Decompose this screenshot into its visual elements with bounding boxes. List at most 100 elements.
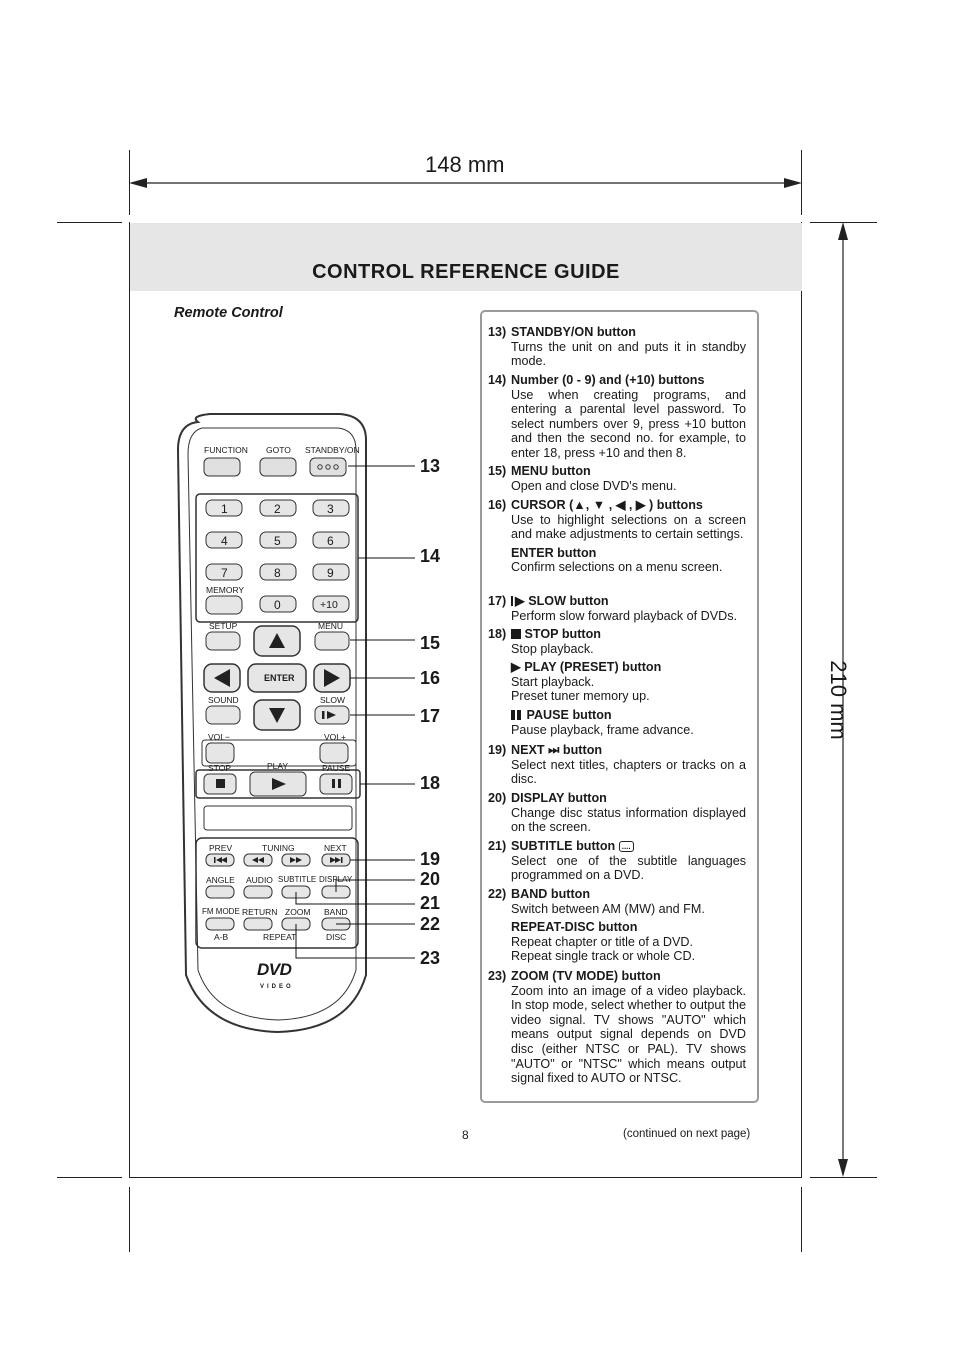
callout-23: 23 [420, 948, 441, 968]
item-15: 15) MENU button Open and close DVD's men… [488, 464, 746, 493]
subtitle-icon: .... [618, 841, 634, 852]
height-dimension-arrow [838, 222, 848, 1177]
item-21-heading: SUBTITLE button [511, 839, 616, 853]
remote-label-tuning: TUNING [262, 843, 295, 853]
remote-label-slow: SLOW [320, 695, 346, 705]
remote-digit-9: 9 [327, 566, 334, 580]
callout-20: 20 [420, 869, 441, 889]
trim-line-left-bottom [129, 1187, 130, 1252]
item-20-text: Change disc status information displayed… [511, 805, 746, 835]
item-16-heading: CURSOR (▲, ▼ , ◀ , ▶ ) buttons [511, 498, 703, 512]
remote-digit-4: 4 [221, 534, 228, 548]
remote-label-ab: A-B [214, 932, 229, 942]
callout-17: 17 [420, 706, 441, 726]
page-title: CONTROL REFERENCE GUIDE [312, 261, 620, 283]
page-border-left [129, 222, 130, 1178]
slow-icon: ▶ [511, 594, 525, 608]
item-22-text: Switch between AM (MW) and FM. [511, 901, 705, 916]
play-heading: PLAY (PRESET) button [524, 660, 662, 675]
item-15-number: 15) [488, 464, 507, 478]
item-19: 19) NEXT ⏭ button Select next titles, ch… [488, 743, 746, 787]
remote-label-return: RETURN [242, 907, 278, 917]
remote-digit-plus10: +10 [320, 599, 338, 611]
remote-label-play: PLAY [267, 761, 289, 771]
pause-heading: PAUSE button [526, 707, 612, 722]
remote-label-setup: SETUP [209, 621, 238, 631]
remote-label-memory: MEMORY [206, 585, 245, 595]
remote-label-fm-mode: FM MODE [202, 907, 240, 916]
item-18-heading-row: STOP button [511, 627, 746, 642]
remote-label-enter: ENTER [264, 673, 295, 683]
remote-digit-3: 3 [327, 502, 334, 516]
pause-heading-row: PAUSE button [511, 708, 746, 723]
pause-text: Pause playback, frame advance. [511, 722, 694, 737]
item-13-text: Turns the unit on and puts it in standby… [511, 339, 746, 369]
trim-line-right-top [801, 150, 802, 215]
remote-digit-1: 1 [221, 502, 228, 516]
description-panel [480, 310, 759, 1103]
repeat-disc-text-2: Repeat single track or whole CD. [511, 949, 696, 964]
play-icon: ▶ [511, 660, 521, 675]
remote-control-illustration [176, 413, 415, 1034]
item-21: 21) SUBTITLE button .... Select one of t… [488, 839, 746, 883]
remote-digit-5: 5 [274, 534, 281, 548]
item-21-text: Select one of the subtitle languages pro… [511, 853, 746, 883]
remote-label-vol-minus: VOL− [208, 732, 230, 742]
item-17: 17) ▶ SLOW button Perform slow forward p… [488, 594, 746, 623]
dvd-logo-subtext: VIDEO [260, 984, 294, 990]
remote-label-disc: DISC [326, 932, 347, 942]
continued-note: (continued on next page) [623, 1128, 751, 1140]
item-18-number: 18) [488, 627, 507, 641]
item-22-number: 22) [488, 887, 507, 901]
item-18: 18) STOP button Stop playback. ▶ PLAY (P… [488, 627, 746, 737]
item-23-text: Zoom into an image of a video playback. … [511, 983, 746, 1086]
item-18-heading: STOP button [524, 627, 602, 641]
item-17-number: 17) [488, 594, 507, 608]
callout-22: 22 [420, 914, 441, 934]
remote-label-pause: PAUSE [322, 763, 351, 773]
dvd-logo: DVD [257, 960, 292, 979]
trim-line-top-right [810, 222, 877, 223]
item-14: 14) Number (0 - 9) and (+10) buttons Use… [488, 373, 746, 461]
repeat-disc-heading: REPEAT-DISC button [511, 920, 638, 935]
remote-digit-7: 7 [221, 566, 228, 580]
play-text: Start playback. [511, 674, 595, 689]
remote-label-display: DISPLAY [319, 875, 353, 884]
trim-line-bottom-right [810, 1177, 877, 1178]
remote-label-audio: AUDIO [246, 875, 273, 885]
remote-digit-6: 6 [327, 534, 334, 548]
remote-label-subtitle: SUBTITLE [278, 875, 317, 884]
trim-line-right-bottom [801, 1187, 802, 1252]
item-13-heading: STANDBY/ON button [511, 325, 636, 339]
item-21-heading-row: SUBTITLE button .... [511, 839, 746, 854]
item-23-heading: ZOOM (TV MODE) button [511, 969, 661, 983]
item-15-heading: MENU button [511, 464, 591, 478]
remote-label-prev: PREV [209, 843, 233, 853]
item-22-heading: BAND button [511, 887, 591, 901]
trim-line-left-top [129, 150, 130, 215]
width-dimension-label: 148 mm [425, 152, 505, 177]
item-21-number: 21) [488, 839, 507, 853]
item-20-number: 20) [488, 791, 507, 805]
remote-label-band: BAND [324, 907, 348, 917]
callout-14: 14 [420, 546, 441, 566]
callout-21: 21 [420, 893, 441, 913]
callout-13: 13 [420, 456, 441, 476]
trim-line-top-left [57, 222, 122, 223]
item-14-heading: Number (0 - 9) and (+10) buttons [511, 373, 705, 387]
callout-16: 16 [420, 668, 441, 688]
item-15-text: Open and close DVD's menu. [511, 478, 677, 493]
enter-heading: ENTER button [511, 545, 597, 560]
item-19-number: 19) [488, 743, 507, 757]
item-22: 22) BAND button Switch between AM (MW) a… [488, 887, 746, 964]
item-17-heading: SLOW button [528, 594, 609, 608]
callout-15: 15 [420, 633, 441, 653]
item-14-text: Use when creating programs, and entering… [511, 387, 746, 460]
item-16-text: Use to highlight selections on a screen … [511, 512, 746, 542]
play-text-2: Preset tuner memory up. [511, 689, 650, 704]
page-number: 8 [462, 1128, 469, 1142]
callout-18: 18 [420, 773, 441, 793]
item-19-text: Select next titles, chapters or tracks o… [511, 757, 746, 787]
callout-19: 19 [420, 849, 441, 869]
remote-label-next: NEXT [324, 843, 347, 853]
